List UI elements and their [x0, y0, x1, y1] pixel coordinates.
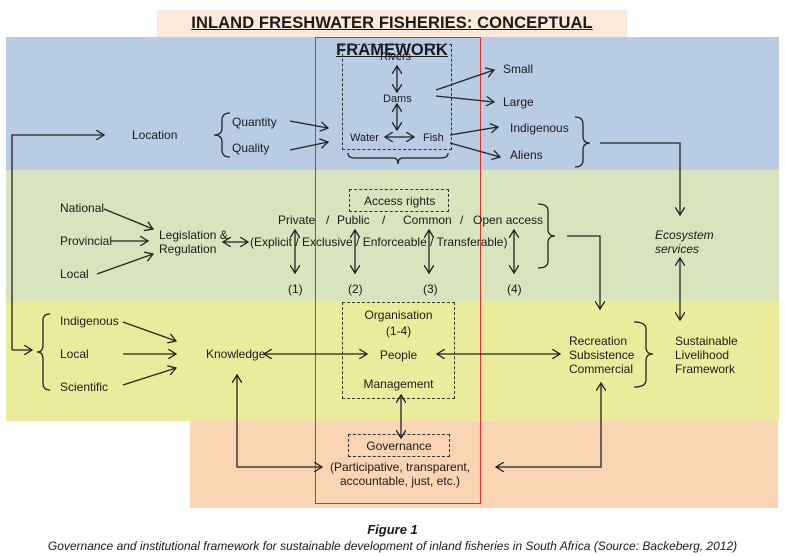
quality-arrow: [289, 142, 328, 151]
loop-line: [11, 135, 104, 350]
water-label: Water: [350, 132, 379, 144]
ecosystem-label-2: services: [655, 242, 700, 256]
dams-label: Dams: [383, 93, 412, 105]
rights-num-3: (3): [423, 282, 438, 296]
rights-num-1: (1): [288, 282, 303, 296]
species-brace: [574, 116, 591, 168]
management-label: Management: [363, 377, 434, 391]
to-ecosystem-arrow: [600, 142, 680, 215]
quantity-arrow: [289, 120, 328, 128]
fish-label: Fish: [423, 132, 444, 144]
legislation-label-2: Regulation: [159, 242, 217, 256]
aliens-label: Aliens: [510, 148, 543, 162]
common-label: Common: [403, 213, 452, 227]
recreation-label: Recreation: [569, 334, 628, 348]
dams-small-arrow: [435, 70, 494, 91]
local-arrow: [96, 254, 153, 275]
governance-desc-1: (Participative, transparent,: [330, 460, 471, 474]
governance-desc-2: accountable, just, etc.): [339, 474, 461, 488]
ecosystem-label-1: Ecosystem: [655, 228, 714, 242]
fish-aliens-arrow: [449, 142, 500, 157]
quality-label: Quality: [232, 141, 270, 155]
access-rights-label: Access rights: [364, 194, 436, 208]
people-label: People: [379, 348, 418, 362]
provincial-label: Provincial: [60, 234, 113, 248]
slf-label-3: Framework: [675, 362, 736, 376]
fish-indigenous-arrow: [449, 127, 498, 136]
national-label: National: [60, 201, 105, 215]
local-gov-label: Local: [60, 267, 89, 281]
access-rights-band: [6, 170, 779, 301]
knowledge-label: Knowledge: [206, 347, 266, 361]
commercial-label: Commercial: [569, 362, 634, 376]
figure-caption-title: Figure 1: [367, 522, 418, 537]
rights-num-2: (2): [348, 282, 363, 296]
title-box: INLAND FRESHWATER FISHERIES: CONCEPTUAL …: [157, 10, 627, 59]
organisation-range: (1-4): [385, 324, 412, 338]
indigenous-fish-label: Indigenous: [510, 121, 569, 135]
slf-label-2: Livelihood: [675, 348, 730, 362]
knowledge-band: [6, 301, 779, 421]
rights-brace: [537, 203, 556, 269]
national-arrow: [103, 208, 153, 229]
k-scientific-arrow: [122, 368, 176, 386]
rivers-label: Rivers: [380, 51, 412, 63]
uses-brace: [633, 321, 654, 388]
dams-large-arrow: [435, 95, 494, 102]
open-access-label: Open access: [473, 213, 544, 227]
knowledge-governance-arrow: [237, 375, 322, 467]
location-label: Location: [132, 128, 178, 142]
figure-caption-text: Governance and institutional framework f…: [47, 539, 738, 553]
indigenous-knowledge-label: Indigenous: [60, 314, 119, 328]
access-rights-dashed-box: [349, 189, 449, 212]
scientific-knowledge-label: Scientific: [60, 380, 109, 394]
k-indigenous-arrow: [122, 321, 176, 341]
qq-brace: [213, 112, 231, 158]
subsistence-label: Subsistence: [569, 348, 635, 362]
quantity-label: Quantity: [232, 115, 277, 129]
recreation-governance-arrow: [496, 383, 601, 467]
slash-2: /: [382, 213, 386, 227]
governance-label: Governance: [366, 439, 432, 453]
rights-to-recreation-arrow: [567, 235, 600, 309]
small-label: Small: [503, 62, 534, 76]
slash-3: /: [460, 213, 464, 227]
slash-1: /: [326, 213, 330, 227]
rights-num-4: (4): [507, 282, 522, 296]
legislation-label-1: Legislation &: [159, 228, 228, 242]
public-label: Public: [337, 213, 370, 227]
rights-attributes: (Explicit / Exclusive / Enforceable / Tr…: [250, 235, 508, 249]
local-knowledge-label: Local: [60, 347, 89, 361]
organisation-label: Organisation: [364, 308, 433, 322]
private-label: Private: [278, 213, 316, 227]
slf-label-1: Sustainable: [675, 334, 738, 348]
water-box-brace: [347, 152, 449, 165]
diagram-title: INLAND FRESHWATER FISHERIES: CONCEPTUAL …: [191, 14, 593, 59]
k-brace: [36, 313, 51, 391]
central-red-frame: [315, 37, 481, 504]
large-label: Large: [503, 95, 534, 109]
